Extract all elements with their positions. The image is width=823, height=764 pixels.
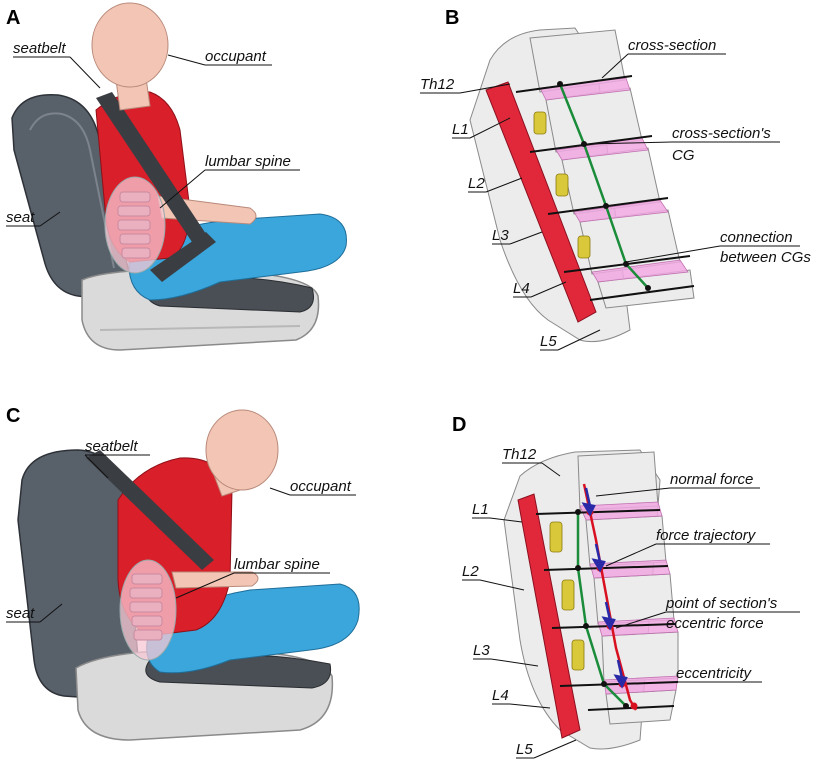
panel-a-letter: A: [6, 7, 20, 29]
label-d-normal-force: normal force: [670, 471, 753, 488]
cg-points: [557, 81, 651, 291]
label-a-seatbelt: seatbelt: [13, 40, 66, 57]
label-d-eccentricity: eccentricity: [676, 665, 753, 682]
facet-joints: [549, 521, 585, 671]
label-c-occupant: occupant: [290, 478, 352, 495]
label-b-l2: L2: [468, 175, 485, 192]
label-a-lumbar: lumbar spine: [205, 153, 291, 170]
label-b-connection-2: between CGs: [720, 249, 811, 266]
panel-c-letter: C: [6, 405, 20, 427]
label-d-l5: L5: [516, 741, 533, 758]
label-d-l3: L3: [473, 642, 490, 659]
panel-b: B: [420, 7, 811, 351]
label-b-connection-1: connection: [720, 229, 793, 246]
ligament-band: [517, 493, 581, 739]
label-d-point-1: point of section's: [665, 595, 778, 612]
label-d-force-trajectory: force trajectory: [656, 527, 757, 544]
label-d-point-2: eccentric force: [666, 615, 764, 632]
label-d-th12: Th12: [502, 446, 537, 463]
label-b-l1: L1: [452, 121, 469, 138]
panel-b-letter: B: [445, 7, 459, 29]
ligament-band: [485, 81, 597, 323]
label-b-l5: L5: [540, 333, 557, 350]
normal-force-arrows: [581, 487, 628, 689]
label-a-seat: seat: [6, 209, 35, 226]
label-b-cg-2: CG: [672, 147, 695, 164]
occupant-head: [91, 2, 169, 88]
occupant-arm: [171, 571, 259, 589]
panel-a: A seatbelt occupant: [6, 2, 347, 351]
seatbelt-strap: [86, 450, 214, 570]
panel-d: D: [452, 414, 800, 759]
cg-points: [575, 509, 629, 709]
panel-d-letter: D: [452, 414, 466, 436]
label-d-l1: L1: [472, 501, 489, 518]
label-b-l4: L4: [513, 280, 530, 297]
facet-joints: [533, 111, 591, 259]
label-d-l4: L4: [492, 687, 509, 704]
seatbelt-strap: [96, 92, 210, 248]
panel-c: C seatbelt occupant lumb: [6, 405, 360, 741]
label-b-cg-1: cross-section's: [672, 125, 771, 142]
label-b-th12: Th12: [420, 76, 455, 93]
label-c-lumbar: lumbar spine: [234, 556, 320, 573]
label-c-seat: seat: [6, 605, 35, 622]
label-b-cross-section: cross-section: [628, 37, 716, 54]
label-d-l2: L2: [462, 563, 479, 580]
label-b-l3: L3: [492, 227, 509, 244]
label-a-occupant: occupant: [205, 48, 267, 65]
label-c-seatbelt: seatbelt: [85, 438, 138, 455]
occupant-head: [205, 409, 279, 491]
